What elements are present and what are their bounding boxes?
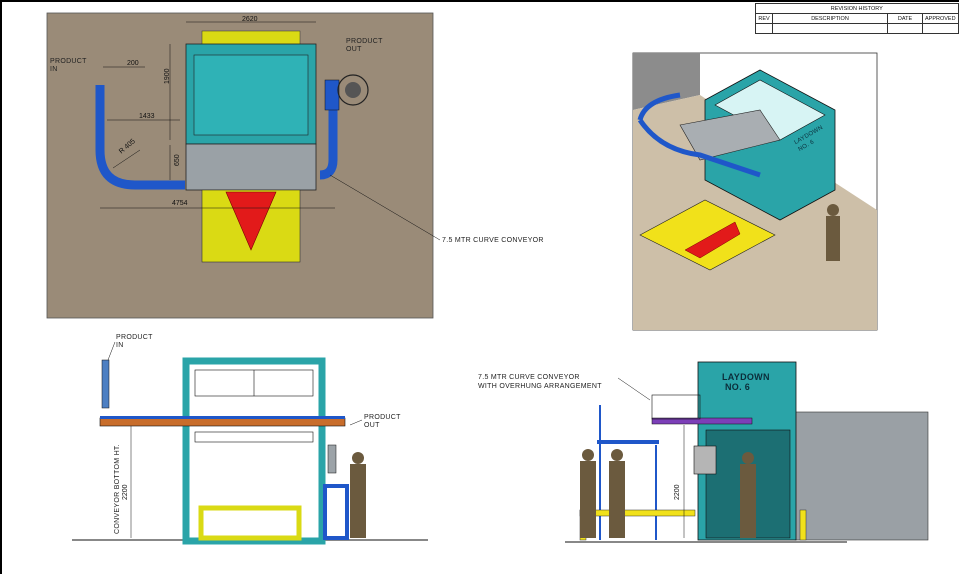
red-arrow (225, 191, 277, 251)
sheet-border-left (0, 0, 2, 574)
plan-product-in-line2: IN (50, 66, 58, 73)
front-product-in-label: PRODUCT IN (116, 334, 153, 350)
curve-conveyor-callout: 7.5 MTR CURVE CONVEYOR (442, 237, 544, 244)
front-product-out-label: PRODUCT OUT (364, 414, 401, 430)
revision-history-table: REVISION HISTORY REV DESCRIPTION DATE AP… (755, 3, 959, 34)
dim-4754: 4754 (172, 200, 188, 207)
front-dim-2200: 2200 (122, 484, 129, 500)
dim-1433: 1433 (139, 113, 155, 120)
conveyor-in (95, 85, 185, 190)
front-product-out-line1: PRODUCT (364, 414, 401, 421)
side-view (565, 361, 929, 543)
side-table (579, 509, 696, 517)
plan-product-in-label: PRODUCT IN (50, 58, 87, 74)
plan-product-out-label: PRODUCT OUT (346, 38, 383, 54)
front-product-in-line2: IN (116, 342, 124, 349)
side-machine-label-line1: LAYDOWN (722, 372, 770, 382)
side-machine-label-line2: NO. 6 (725, 382, 751, 392)
iso-table (639, 199, 776, 271)
plan-product-out-line2: OUT (346, 46, 362, 53)
plan-product-in-line1: PRODUCT (50, 58, 87, 65)
machine-base (185, 143, 317, 191)
front-table (198, 505, 302, 541)
front-product-out-line2: OUT (364, 422, 380, 429)
adjacent-machine (794, 411, 929, 541)
dim-200: 200 (127, 60, 139, 67)
plan-view (46, 12, 441, 319)
dim-650: 650 (174, 154, 181, 166)
operator-top (337, 74, 369, 106)
front-product-in-line1: PRODUCT (116, 334, 153, 341)
front-conveyor (99, 417, 346, 427)
iso-view (632, 52, 878, 331)
conveyor-out (319, 85, 338, 180)
dim-1900: 1900 (164, 68, 171, 84)
side-callout-line2: WITH OVERHUNG ARRANGEMENT (478, 383, 602, 390)
front-machine-frame (182, 357, 326, 545)
conveyor-bottom-ht-label: CONVEYOR BOTTOM HT. (114, 444, 121, 534)
side-callout-line1: 7.5 MTR CURVE CONVEYOR (478, 374, 580, 381)
dim-2620: 2620 (242, 16, 258, 23)
plan-product-out-line1: PRODUCT (346, 38, 383, 45)
side-dim-2200: 2200 (674, 484, 681, 500)
front-view (72, 341, 428, 545)
sheet-border-top (0, 0, 959, 2)
